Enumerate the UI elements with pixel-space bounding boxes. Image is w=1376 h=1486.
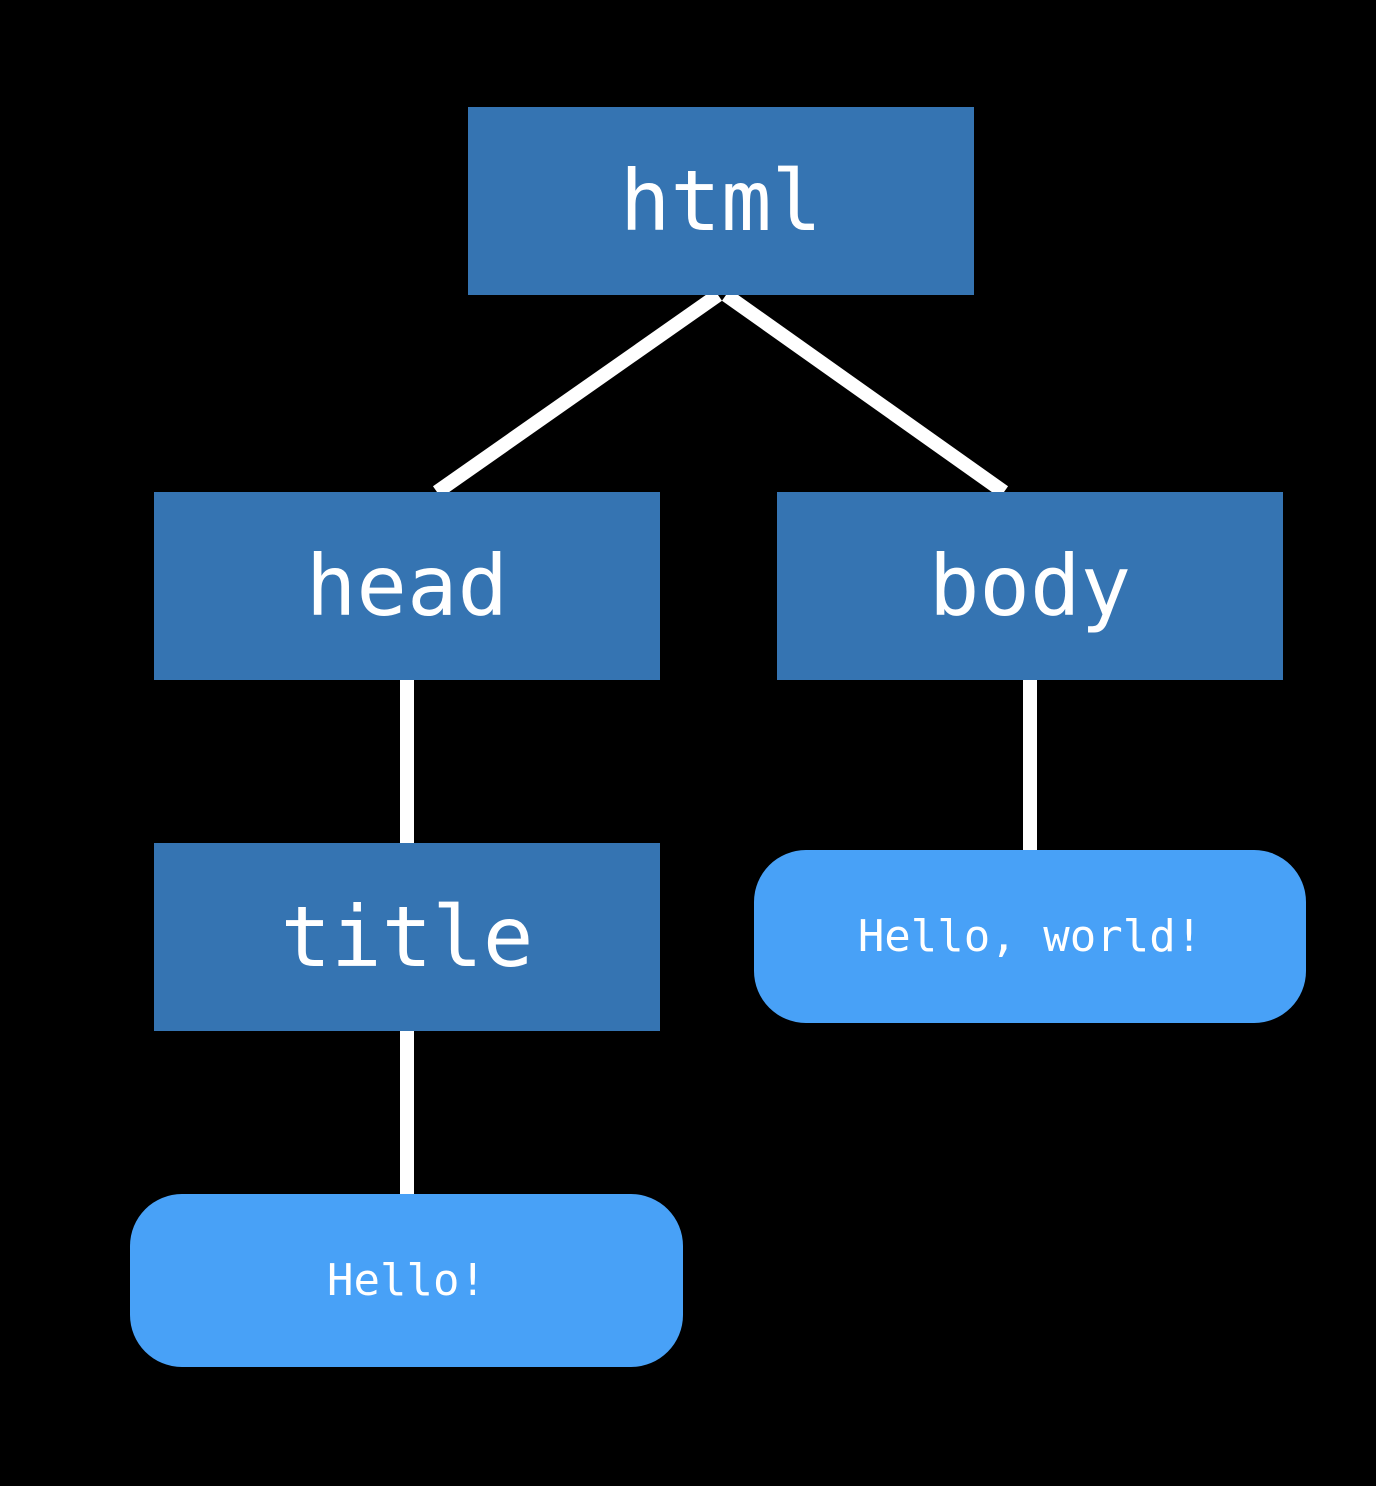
- node-body: body: [777, 492, 1283, 680]
- edge-html-body: [721, 289, 1009, 498]
- node-title-label: title: [280, 888, 534, 986]
- node-head: head: [154, 492, 660, 680]
- edge-html-head: [432, 289, 723, 498]
- node-title-text: Hello!: [130, 1194, 683, 1367]
- node-title: title: [154, 843, 660, 1031]
- node-html: html: [468, 107, 974, 295]
- node-body-text-label: Hello, world!: [857, 911, 1203, 962]
- node-html-label: html: [619, 152, 823, 250]
- node-body-text: Hello, world!: [754, 850, 1306, 1023]
- node-body-label: body: [928, 537, 1132, 635]
- node-title-text-label: Hello!: [327, 1255, 486, 1306]
- node-head-label: head: [305, 537, 509, 635]
